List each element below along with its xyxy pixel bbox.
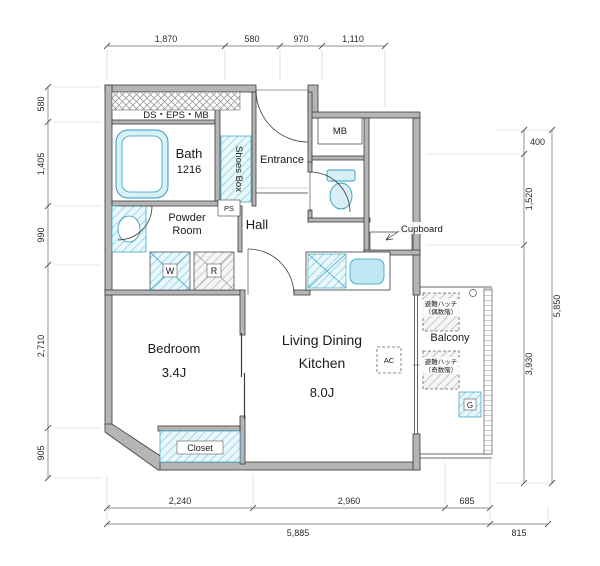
- bathtub-inner: [121, 135, 163, 193]
- washer-chip: [162, 263, 178, 278]
- dim-bottom-1: 2,960: [338, 496, 361, 506]
- dim-bottom-total: 5,885: [287, 528, 310, 538]
- wall-closet-top: [157, 425, 241, 432]
- wall-top-right: [309, 111, 421, 119]
- wall-entrance-left: [251, 91, 257, 207]
- wall-ldk-top-stub: [293, 289, 311, 296]
- dim-right-0: 400: [530, 137, 545, 147]
- ldk-door-arc: [247, 248, 295, 296]
- wall-toilet-top: [311, 155, 367, 161]
- label-ps: PS: [224, 204, 234, 213]
- wall-right-lower: [412, 433, 421, 471]
- ds-eps-mb-shaft: [111, 91, 241, 111]
- label-ac: AC: [384, 356, 395, 365]
- stove-cross-2: [307, 253, 347, 289]
- wall-bath-bottom: [111, 200, 219, 207]
- wall-bedroom-ldk-top: [239, 289, 246, 336]
- walls: [104, 84, 421, 471]
- room-labels: DS・EPS・MB Bath 1216 Shoes Box Entrance M…: [143, 110, 473, 453]
- fridge-chip: [206, 263, 222, 278]
- fixtures: [111, 91, 493, 463]
- hatch-even-label-chip: [421, 299, 461, 316]
- dim-top-2: 970: [293, 34, 308, 44]
- entrance-door-arc: [255, 89, 309, 143]
- wall-bottom: [159, 461, 421, 471]
- balcony-railing: [483, 288, 493, 455]
- dim-left-4: 905: [36, 445, 46, 460]
- doors: [117, 89, 351, 419]
- label-powder-2: Room: [172, 225, 201, 237]
- label-fridge: R: [211, 266, 218, 276]
- label-shoes-box: Shoes Box: [233, 146, 244, 192]
- extension-lines: [54, 50, 556, 520]
- dim-right-2: 3,930: [524, 353, 534, 376]
- label-closet: Closet: [187, 443, 213, 453]
- label-washer: W: [166, 266, 175, 276]
- dimension-labels: 1,870 580 970 1,110 580 1,405 990 2,710 …: [36, 34, 562, 538]
- dim-top-0: 1,870: [155, 34, 178, 44]
- dim-right-total: 5,850: [552, 295, 562, 318]
- dim-bottom-2: 685: [459, 496, 474, 506]
- kitchen-sink: [349, 258, 385, 285]
- toilet-tank: [326, 169, 356, 182]
- wall-top-left: [104, 84, 257, 93]
- label-gas: G: [467, 401, 473, 410]
- label-bath-size: 1216: [177, 164, 201, 176]
- label-ldk-1: Living Dining: [282, 332, 362, 348]
- dim-left-2: 990: [36, 227, 46, 242]
- dimension-ticks: [44, 42, 556, 528]
- shoes-box: [220, 135, 252, 203]
- mb-box: [317, 117, 363, 145]
- dim-balcony-width: 815: [511, 528, 526, 538]
- ac-box: [376, 346, 402, 374]
- dim-left-1: 1,405: [36, 153, 46, 176]
- wall-left: [104, 84, 113, 427]
- wall-toilet-left-stub-top: [307, 161, 313, 173]
- toilet-bowl: [329, 182, 353, 210]
- dim-top-1: 580: [244, 34, 259, 44]
- label-ldk-2: Kitchen: [299, 355, 346, 371]
- dim-bottom-0: 2,240: [169, 496, 192, 506]
- label-ldk-size: 8.0J: [310, 385, 335, 400]
- cupboard-arrowhead-2: [385, 233, 391, 241]
- label-hatch-odd-1: 避難ハッチ: [425, 357, 458, 366]
- cupboard-callout: Cupboard: [385, 222, 450, 241]
- wall-shaft-divider: [363, 117, 370, 255]
- label-bedroom: Bedroom: [148, 341, 201, 356]
- label-hatch-even-1: 避難ハッチ: [425, 299, 458, 308]
- closet-chip: [176, 440, 224, 455]
- cupboard-arrowhead-1: [385, 238, 394, 241]
- wall-toilet-bottom: [307, 217, 371, 223]
- hatch-odd-label-chip: [421, 357, 461, 374]
- label-hall: Hall: [246, 217, 269, 232]
- label-balcony: Balcony: [430, 332, 470, 344]
- balcony-drain: [469, 289, 477, 297]
- cupboard-arrow-line: [385, 230, 400, 241]
- wall-bedroom-ldk-bottom: [239, 415, 246, 465]
- dim-top-3: 1,110: [342, 34, 364, 44]
- dim-left-0: 580: [36, 96, 46, 111]
- wall-entrance-right: [307, 91, 313, 165]
- label-entrance: Entrance: [260, 154, 304, 166]
- gas-chip: [463, 398, 477, 411]
- toilet-door-arc: [309, 171, 351, 213]
- label-mb: MB: [333, 126, 347, 137]
- dimension-lines: [47, 45, 553, 525]
- label-hatch-even-2: （偶数階）: [425, 307, 458, 316]
- dim-right-1: 1,520: [524, 188, 534, 211]
- wall-right-upper: [412, 117, 421, 296]
- label-ds-eps-mb: DS・EPS・MB: [143, 110, 208, 121]
- label-bath: Bath: [176, 146, 203, 161]
- cupboard-box: [369, 231, 413, 251]
- label-bedroom-size: 3.4J: [162, 365, 187, 380]
- bath-door-arc: [117, 205, 153, 241]
- dim-left-3: 2,710: [36, 335, 46, 358]
- label-cupboard: Cupboard: [401, 224, 443, 235]
- ps-box: [217, 199, 241, 217]
- wall-bedroom-top: [104, 289, 241, 296]
- label-powder-1: Powder: [168, 212, 206, 224]
- label-hatch-odd-2: （奇数階）: [425, 365, 458, 374]
- cupboard-label-chip: [398, 222, 450, 234]
